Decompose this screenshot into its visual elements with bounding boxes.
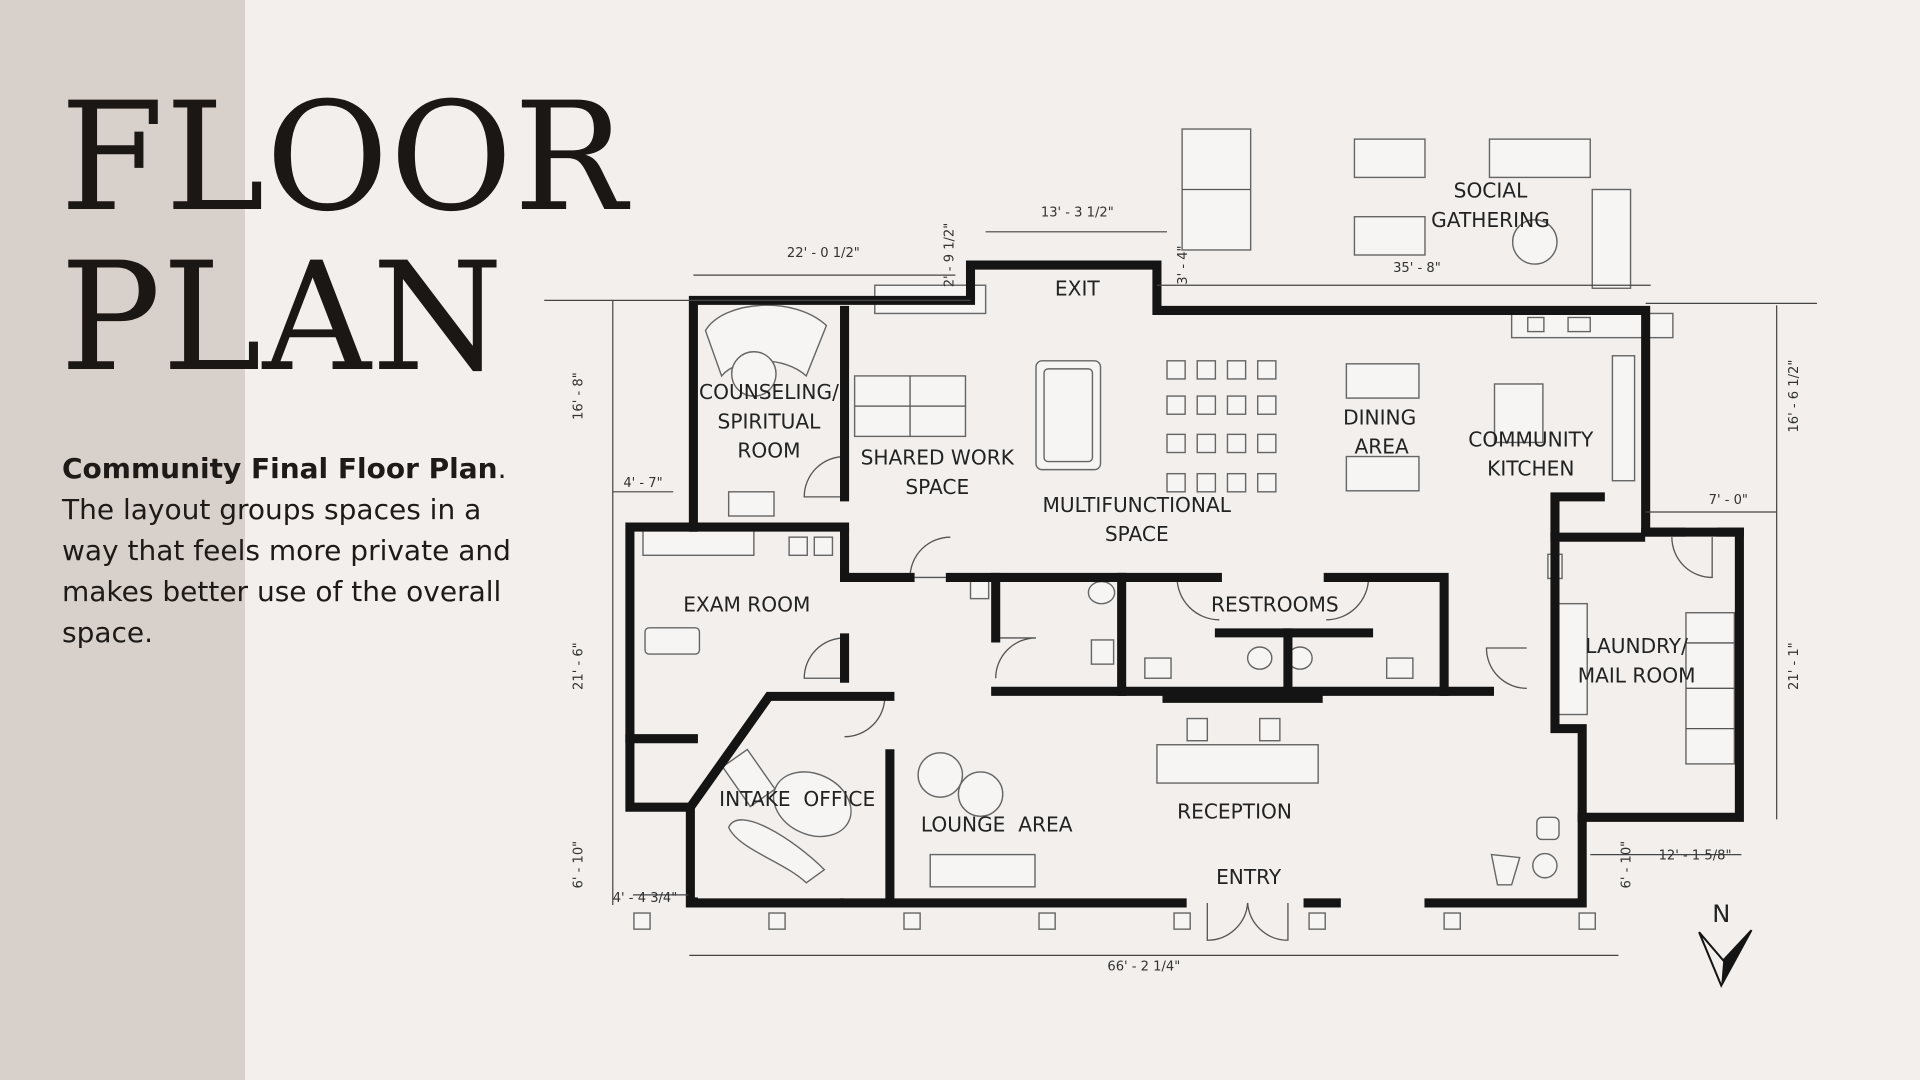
label-social-1: SOCIAL [1454,179,1528,203]
compass-label: N [1712,900,1730,928]
dim-right-upper: 16' - 6 1/2" [1787,360,1802,433]
dim-right-middle: 21' - 1" [1787,642,1802,690]
dim-right-bottom: 12' - 1 5/8" [1659,849,1732,864]
dim-top-exit: 13' - 3 1/2" [1041,206,1114,221]
dim-top-left: 22' - 0 1/2" [787,246,860,261]
label-social-2: GATHERING [1431,208,1550,232]
dim-left-middle: 21' - 6" [572,642,587,690]
dimension-lines [544,231,1817,956]
description: Community Final Floor Plan. The layout gr… [62,448,537,653]
description-heading: Community Final Floor Plan [62,452,498,485]
label-lounge-area: LOUNGE AREA [921,812,1073,836]
label-restrooms: RESTROOMS [1211,593,1339,617]
label-counseling-3: ROOM [737,439,800,463]
label-shared-work-1: SHARED WORK [861,446,1015,470]
dim-vert-small-left: 2' - 9 1/2" [942,223,957,288]
dim-left-lower: 6' - 10" [572,841,587,889]
label-dining-2: AREA [1355,435,1409,459]
page-title: FLOOR PLAN [60,78,628,398]
dim-right-lower: 6' - 10" [1620,841,1635,889]
dim-right-jog: 7' - 0" [1709,493,1748,508]
label-shared-work-2: SPACE [905,475,969,499]
chair-grid [1166,360,1277,493]
room-labels: COUNSELING/ SPIRITUAL ROOM SHARED WORK S… [683,179,1695,889]
label-counseling-1: COUNSELING/ [699,380,839,404]
label-kitchen-1: COMMUNITY [1468,427,1594,451]
door-swings [803,455,1713,941]
description-body: The layout groups spaces in a way that f… [62,493,511,649]
title-line-1: FLOOR [60,71,628,245]
dim-vert-small-right: 3' - 4" [1176,245,1191,284]
title-line-2: PLAN [60,231,505,405]
label-laundry-2: MAIL ROOM [1578,663,1696,687]
dim-top-right: 35' - 8" [1393,261,1441,276]
label-exit: EXIT [1055,276,1100,300]
dim-bottom-total: 66' - 2 1/4" [1107,959,1180,974]
label-kitchen-2: KITCHEN [1487,457,1574,481]
furniture-layer [633,128,1736,930]
dimension-labels: 22' - 0 1/2" 13' - 3 1/2" 35' - 8" 2' - … [572,206,1802,975]
label-exam-room: EXAM ROOM [683,593,810,617]
label-dining-1: DINING [1343,405,1416,429]
dim-bottom-left-small: 4' - 4 3/4" [613,891,678,906]
dim-left-upper: 16' - 8" [572,372,587,420]
label-reception: RECEPTION [1177,799,1292,823]
sidebar-band [0,0,245,1080]
label-multifunctional-1: MULTIFUNCTIONAL [1043,493,1232,517]
dim-left-jog: 4' - 7" [623,476,662,491]
plan-scale: 22' - 0 1/2" 13' - 3 1/2" 35' - 8" 2' - … [544,128,1817,988]
label-entry: ENTRY [1216,865,1282,889]
label-counseling-2: SPIRITUAL [718,409,822,433]
label-multifunctional-2: SPACE [1105,522,1169,546]
label-laundry-1: LAUNDRY/ [1585,634,1688,658]
label-intake-office: INTAKE OFFICE [719,787,875,811]
north-arrow-icon: N [1698,900,1753,988]
walls [625,260,1744,908]
description-heading-suffix: . [497,452,507,485]
